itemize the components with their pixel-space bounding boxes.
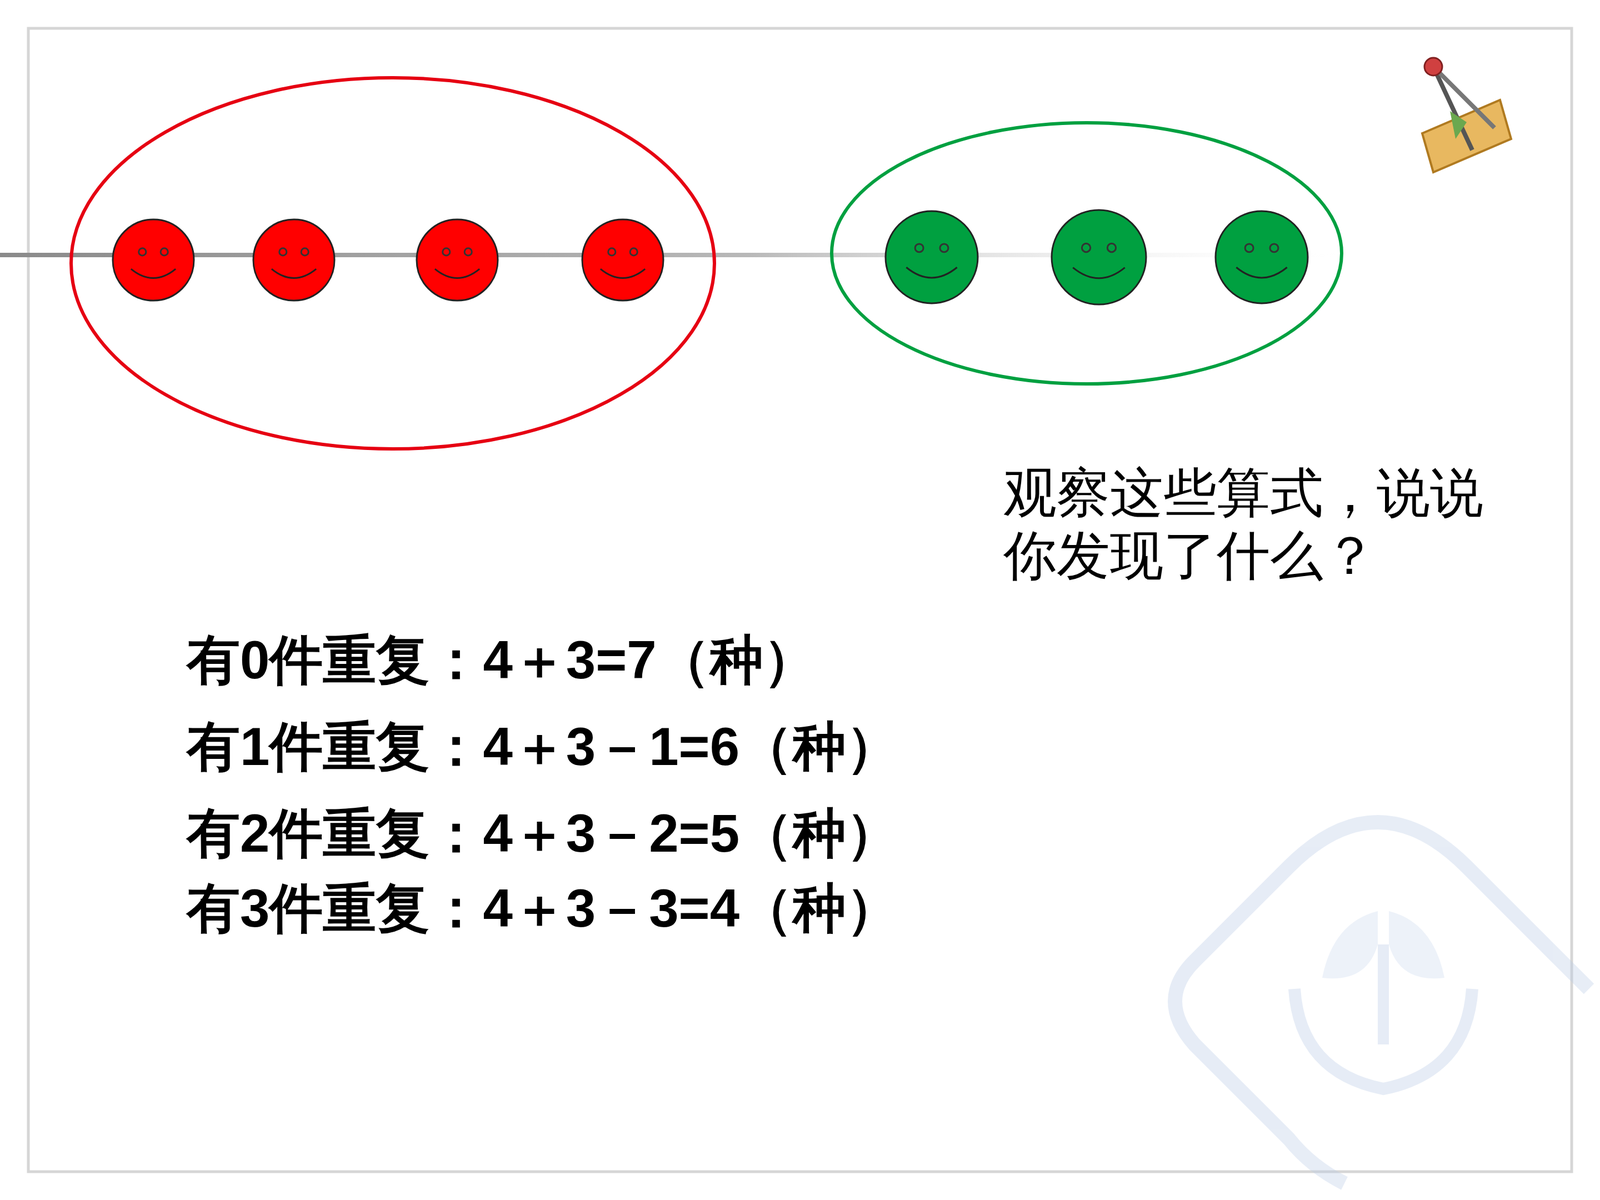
watermark-hands bbox=[1294, 988, 1473, 1089]
logo-accent bbox=[1450, 111, 1467, 139]
face-circle bbox=[416, 219, 498, 301]
face-eye bbox=[279, 248, 287, 256]
green-set-ellipse bbox=[831, 122, 1342, 384]
face-eye bbox=[630, 248, 638, 256]
watermark bbox=[1175, 822, 1589, 1184]
face-circle bbox=[885, 211, 978, 304]
face-smile bbox=[600, 268, 645, 278]
watermark-outline bbox=[1175, 822, 1589, 1184]
watermark-stem bbox=[1377, 944, 1389, 1045]
compass-leg bbox=[1433, 66, 1473, 150]
smiley-face bbox=[253, 219, 335, 301]
red-set-ellipse bbox=[71, 77, 715, 449]
smiley-face bbox=[1215, 211, 1308, 304]
face-circle bbox=[253, 219, 335, 301]
compass-head bbox=[1424, 57, 1443, 76]
face-eye bbox=[915, 243, 924, 253]
watermark-leaf bbox=[1388, 911, 1445, 979]
face-eye bbox=[1081, 243, 1090, 252]
face-circle bbox=[1051, 210, 1147, 305]
face-eye bbox=[160, 248, 168, 256]
face-eye bbox=[301, 248, 309, 256]
face-eye bbox=[1245, 243, 1254, 253]
formula-line: 有1件重复：4＋3－1=6（种） bbox=[186, 714, 900, 779]
prompt-text: 观察这些算式，说说你发现了什么？ bbox=[1003, 461, 1504, 588]
smiley-faces bbox=[112, 210, 1308, 305]
smiley-face bbox=[112, 219, 194, 301]
formula-line: 有2件重复：4＋3－2=5（种） bbox=[186, 801, 900, 865]
logo-icon bbox=[1422, 57, 1512, 173]
face-circle bbox=[582, 219, 664, 301]
face-smile bbox=[271, 268, 317, 278]
face-smile bbox=[131, 268, 176, 278]
formula-line: 有3件重复：4＋3－3=4（种） bbox=[186, 876, 900, 940]
face-circle bbox=[112, 219, 194, 301]
face-eye bbox=[464, 248, 472, 256]
smiley-face bbox=[582, 219, 664, 301]
watermark-leaf bbox=[1322, 911, 1378, 979]
smiley-face bbox=[1051, 210, 1147, 305]
face-smile bbox=[906, 267, 957, 278]
face-smile bbox=[1236, 267, 1287, 278]
smiley-face bbox=[885, 211, 978, 304]
face-eye bbox=[1107, 243, 1116, 252]
face-eye bbox=[138, 248, 147, 256]
face-circle bbox=[1215, 211, 1308, 304]
face-eye bbox=[1270, 243, 1279, 253]
formula-line: 有0件重复：4＋3=7（种） bbox=[186, 627, 817, 692]
slide-frame bbox=[28, 28, 1572, 1172]
face-eye bbox=[608, 248, 616, 256]
number-line bbox=[0, 252, 1362, 258]
face-eye bbox=[940, 243, 949, 253]
face-eye bbox=[442, 248, 450, 256]
face-smile bbox=[1072, 267, 1125, 279]
compass-leg bbox=[1433, 66, 1495, 128]
smiley-face bbox=[416, 219, 498, 301]
face-smile bbox=[435, 268, 480, 278]
